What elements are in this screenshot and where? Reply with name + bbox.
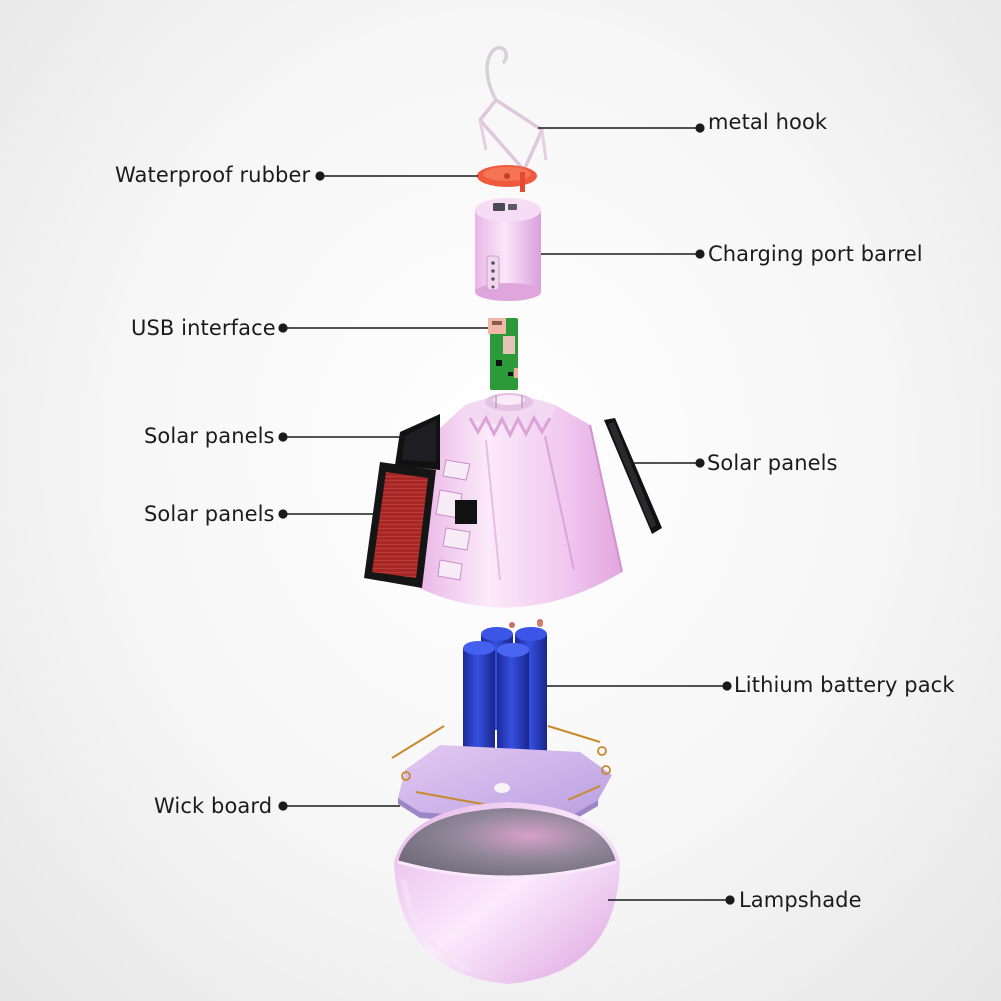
label-usb-interface: USB interface <box>131 316 276 340</box>
leader-dot-lampshade <box>725 895 735 905</box>
label-lithium-battery-pack: Lithium battery pack <box>734 673 955 697</box>
label-lampshade: Lampshade <box>739 888 862 912</box>
leader-dot-solar-right <box>695 458 705 468</box>
metal-hook-part <box>478 46 548 172</box>
leader-dot-solar-upper-left <box>278 432 288 442</box>
label-waterproof-rubber: Waterproof rubber <box>115 163 311 187</box>
label-solar-panels-right: Solar panels <box>707 451 838 475</box>
label-solar-panels-upper-left: Solar panels <box>144 424 275 448</box>
leader-dot-lithium-battery <box>722 681 732 691</box>
label-metal-hook: metal hook <box>708 110 828 134</box>
solar-panel-right-part <box>604 418 662 534</box>
usb-interface-part <box>488 318 518 390</box>
waterproof-rubber-part <box>477 165 537 192</box>
solar-panel-lower-left-part <box>364 462 436 588</box>
leader-dot-waterproof-rubber <box>315 171 325 181</box>
solar-panel-upper-left-part <box>395 414 440 470</box>
charging-port-barrel-part <box>475 198 541 301</box>
label-wick-board: Wick board <box>154 794 273 818</box>
leader-lines <box>278 123 735 905</box>
label-solar-panels-lower-left: Solar panels <box>144 502 275 526</box>
leader-dot-usb-interface <box>278 323 288 333</box>
label-charging-port-barrel: Charging port barrel <box>708 242 923 266</box>
leader-dot-metal-hook <box>695 123 705 133</box>
leader-dot-charging-port-barrel <box>695 249 705 259</box>
lampshade-part <box>394 802 620 984</box>
top-housing-part <box>399 393 623 628</box>
leader-dot-solar-lower-left <box>278 509 288 519</box>
leader-dot-wick-board <box>278 801 288 811</box>
